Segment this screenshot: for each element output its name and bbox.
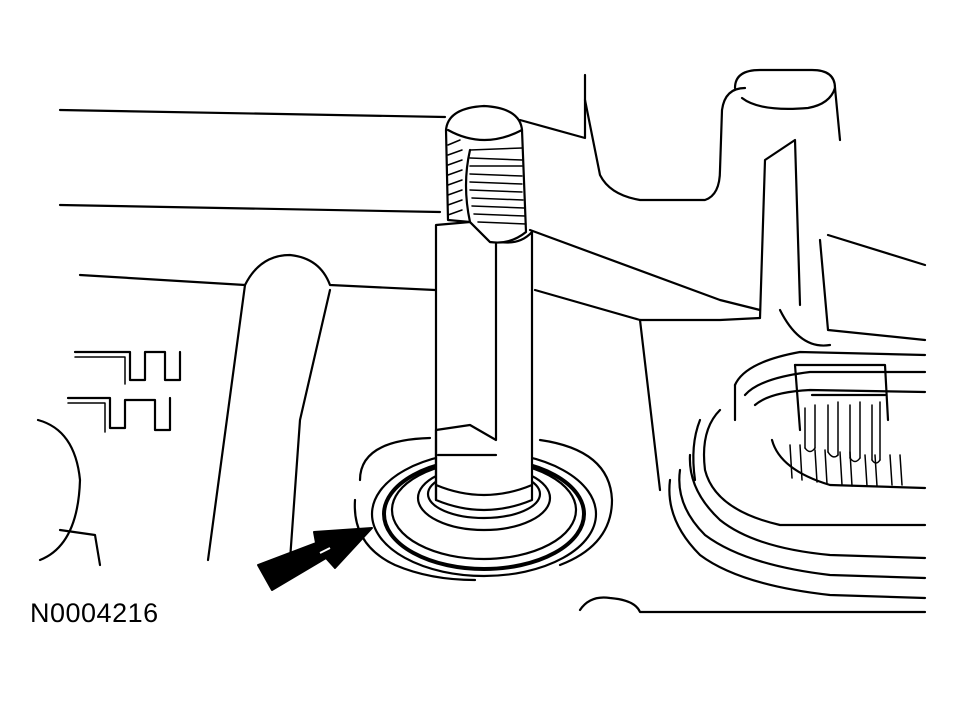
seal-bore — [353, 436, 614, 582]
thread-lines — [447, 139, 527, 225]
housing-casting — [36, 68, 927, 614]
arrow-pointer-icon — [257, 527, 373, 591]
threaded-stud — [434, 104, 534, 512]
reference-code-label: N0004216 — [30, 598, 159, 628]
electrical-connector — [668, 350, 927, 600]
